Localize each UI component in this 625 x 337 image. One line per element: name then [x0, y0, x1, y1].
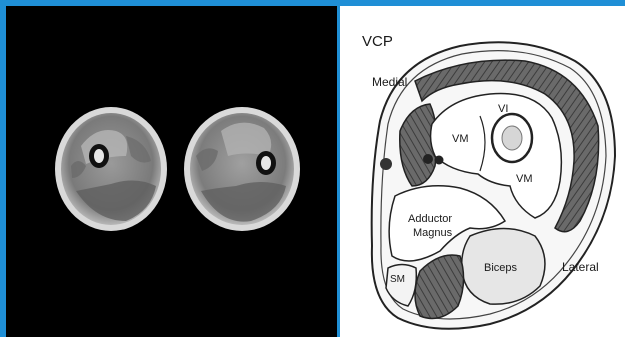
mri-panel [6, 6, 337, 337]
vessel-1 [423, 154, 433, 164]
mri-image [6, 6, 337, 337]
adductor-label-line1: Adductor [408, 213, 452, 225]
diagram-panel: VCP Medial VI VM VM Adductor Magnus Bice… [340, 6, 625, 337]
vm-lateral-label: VM [516, 173, 533, 185]
lateral-label: Lateral [562, 260, 599, 274]
vi-label: VI [498, 103, 508, 115]
diagram-title: VCP [362, 33, 393, 50]
sm-label: SM [390, 274, 405, 285]
vm-medial-label: VM [452, 133, 469, 145]
vessel-2 [435, 156, 444, 165]
mri-left-thigh [55, 107, 167, 231]
medial-label: Medial [372, 75, 407, 89]
vessel-3 [380, 158, 392, 170]
mri-right-thigh [184, 107, 300, 231]
adductor-label-line2: Magnus [413, 227, 453, 239]
biceps-label: Biceps [484, 262, 518, 274]
thigh-cross-section-diagram: VCP Medial VI VM VM Adductor Magnus Bice… [340, 6, 625, 337]
